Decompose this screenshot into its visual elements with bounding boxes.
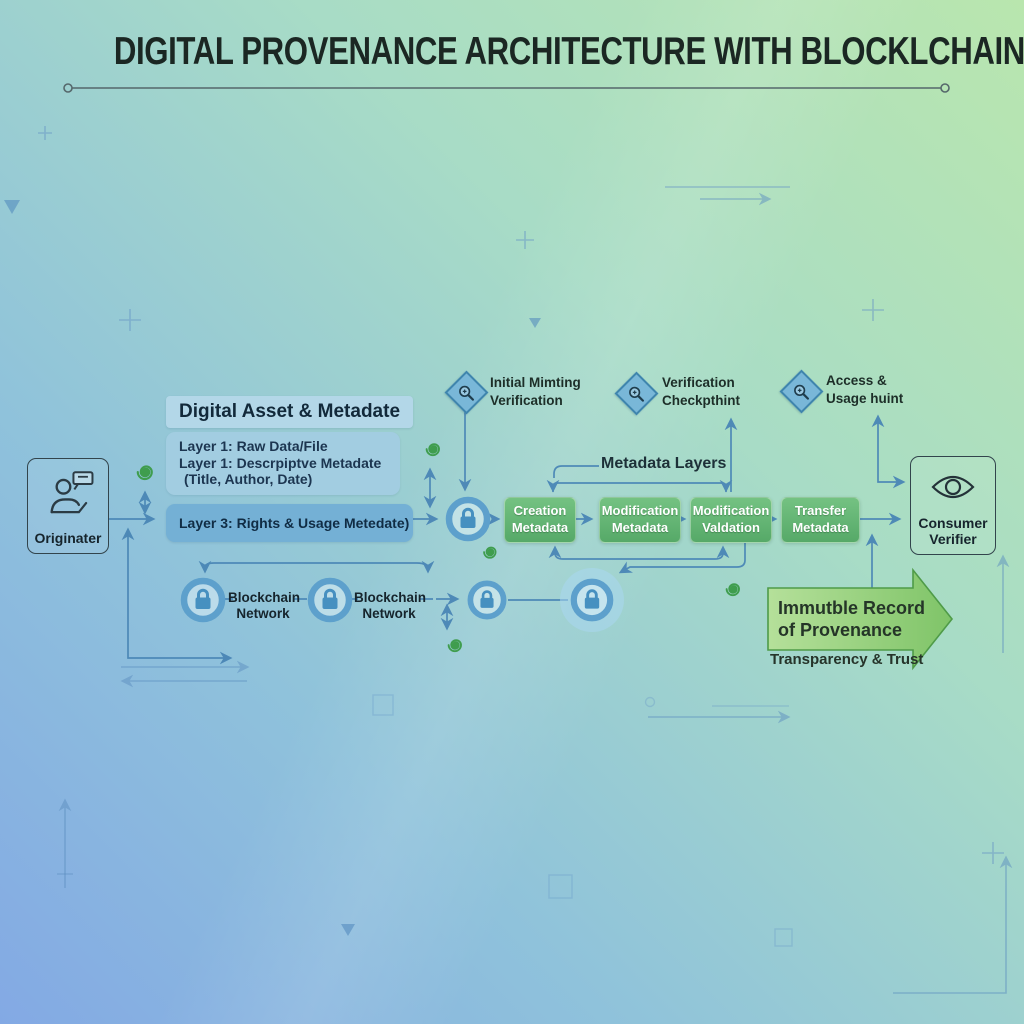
spiral-icon — [718, 574, 748, 604]
magnifier-icon — [626, 383, 648, 405]
asset-layer2-detail: (Title, Author, Date) — [184, 471, 313, 488]
metadata-layers-label: Metadata Layers — [601, 455, 727, 472]
asset-layers-box: Layer 1: Raw Data/File Layer 1: Descrpip… — [166, 432, 400, 495]
consumer-verifier-node: Consumer Verifier — [910, 456, 996, 555]
checkpoint-label-1: Initial Mimting Verification — [490, 375, 581, 408]
lock-node-main — [444, 495, 492, 543]
originator-node: Originater — [27, 458, 109, 554]
consumer-label: Consumer Verifier — [918, 514, 988, 547]
spiral-icon — [128, 455, 162, 489]
pipeline-box-creation: Creation Metadata — [504, 497, 576, 543]
transparency-trust-caption: Transparency & Trust — [770, 651, 924, 668]
magnifier-icon — [791, 381, 813, 403]
asset-layer3-text: Layer 3: Rights & Usage Metedate) — [179, 515, 410, 531]
asset-header: Digital Asset & Metadate — [166, 396, 413, 428]
lock-node-blockchain-3 — [466, 579, 508, 621]
spiral-icon — [418, 434, 448, 464]
asset-header-text: Digital Asset & Metadate — [179, 401, 401, 422]
page-title: DIGITAL PROVENANCE ARCHITECTURE WITH BLO… — [113, 30, 1024, 73]
lock-node-blockchain-1 — [179, 576, 227, 624]
spiral-icon — [476, 538, 504, 566]
originator-label: Originater — [34, 529, 102, 546]
immutable-record-arrow — [767, 567, 954, 671]
checkpoint-label-3: Access & Usage huint — [826, 373, 904, 406]
pipeline-box-transfer: Transfer Metadata — [781, 497, 860, 543]
page-title-wrap: DIGITAL PROVENANCE ARCHITECTURE WITH BLO… — [0, 30, 1024, 74]
spiral-icon — [440, 630, 470, 660]
checkpoint-label-2: Verification Checkpthint — [662, 375, 741, 408]
pipeline-box-modification-validation: Modification Valdation — [690, 497, 772, 543]
asset-layer3-box: Layer 3: Rights & Usage Metedate) — [166, 504, 413, 542]
immutable-record-text: Immutble Record of Provenance — [778, 598, 926, 640]
title-divider — [63, 83, 950, 93]
person-speech-icon — [39, 465, 97, 523]
lock-node-blockchain-2 — [306, 576, 354, 624]
lock-node-blockchain-4 — [569, 577, 615, 623]
asset-layer2: Layer 1: Descrpiptve Metadate — [179, 454, 382, 471]
pipeline-box-modification-metadata: Modification Metadata — [599, 497, 681, 543]
blockchain-network-label-1: Blockchain Network — [228, 590, 301, 621]
eye-icon — [929, 471, 977, 503]
blockchain-network-label-2: Blockchain Network — [354, 590, 427, 621]
asset-layer1: Layer 1: Raw Data/File — [179, 438, 328, 454]
magnifier-icon — [456, 382, 478, 404]
